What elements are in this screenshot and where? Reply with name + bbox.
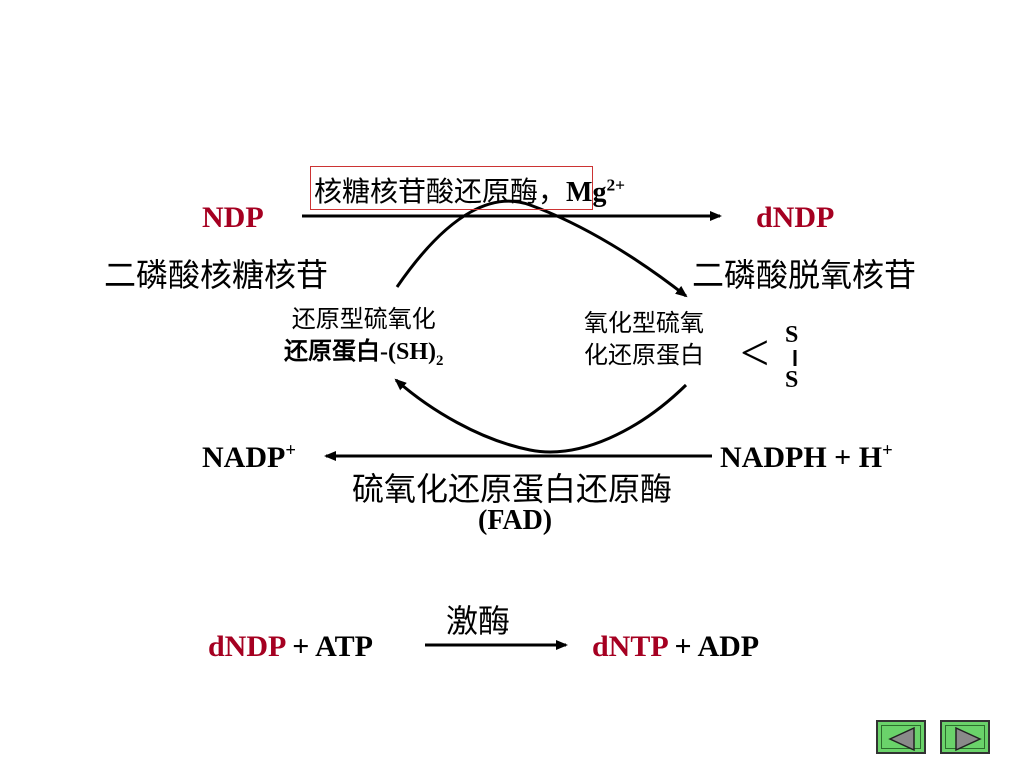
reduced-thioredoxin: 还原型硫氧化 还原蛋白-(SH)2: [284, 304, 443, 368]
kinase-adp: + ADP: [667, 630, 760, 663]
oxidized-thioredoxin-line2: 化还原蛋白: [584, 343, 704, 369]
reduced-thioredoxin-line2: 还原蛋白-(SH): [284, 339, 436, 365]
enzyme-label: 核糖核苷酸还原酶，Mg2+: [314, 170, 625, 210]
nadp-charge: +: [285, 440, 296, 461]
disulfide-bracket: <: [740, 325, 770, 382]
h-charge: +: [882, 440, 893, 461]
upper-curve-arrow: [395, 199, 688, 298]
mg-label: Mg: [566, 177, 607, 208]
sh-subscript: 2: [436, 352, 444, 369]
thioredoxin-reductase-label: 硫氧化还原蛋白还原酶: [352, 471, 673, 507]
kinase-dndp: dNDP: [208, 630, 285, 663]
nadp-label: NADP+: [202, 441, 296, 475]
kinase-atp: + ATP: [284, 630, 373, 663]
kinase-dntp: dNTP: [592, 630, 668, 663]
mg-charge: 2+: [606, 175, 626, 195]
enzyme-separator: ，: [538, 177, 567, 208]
next-slide-button[interactable]: [940, 720, 990, 754]
ndp-label: NDP: [202, 201, 264, 234]
sulfur-top: S: [785, 322, 799, 348]
reduced-thioredoxin-line1: 还原型硫氧化: [291, 307, 436, 333]
triangle-left-icon: [888, 726, 915, 752]
lower-curve-arrow: [394, 378, 688, 454]
oxidized-thioredoxin-line1: 氧化型硫氧: [584, 311, 704, 337]
fad-label: (FAD): [478, 505, 553, 536]
oxidized-thioredoxin: 氧化型硫氧 化还原蛋白: [584, 308, 704, 372]
kinase-substrates: dNDP + ATP: [208, 630, 373, 664]
kinase-label: 激酶: [446, 603, 511, 639]
next-button-frame: [945, 725, 985, 749]
ribonucleotide-reductase-label: 核糖核苷酸还原酶: [314, 177, 539, 208]
dndp-name: 二磷酸脱氧核苷: [692, 257, 917, 293]
triangle-right-icon: [955, 726, 982, 752]
dndp-label: dNDP: [756, 201, 835, 234]
nadph-label: NADPH + H+: [720, 441, 893, 475]
nadph-text: NADPH + H: [720, 441, 883, 474]
sulfur-bottom: S: [785, 367, 799, 393]
prev-button-frame: [881, 725, 921, 749]
enzyme-box: [310, 166, 593, 210]
nadp-text: NADP: [202, 441, 286, 474]
prev-slide-button[interactable]: [876, 720, 926, 754]
ndp-name: 二磷酸核糖核苷: [104, 257, 329, 293]
kinase-products: dNTP + ADP: [592, 630, 759, 664]
